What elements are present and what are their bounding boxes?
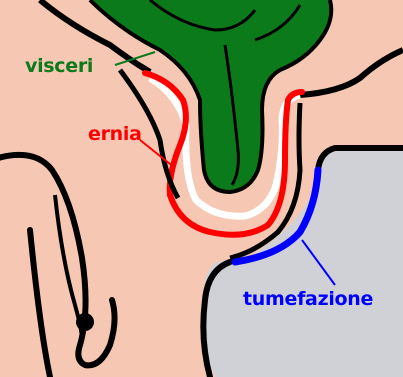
visceri-label: visceri [25,55,93,77]
ernia-label: ernia [88,123,142,145]
tumefazione-label: tumefazione [243,288,373,310]
testis-dot [76,313,94,331]
